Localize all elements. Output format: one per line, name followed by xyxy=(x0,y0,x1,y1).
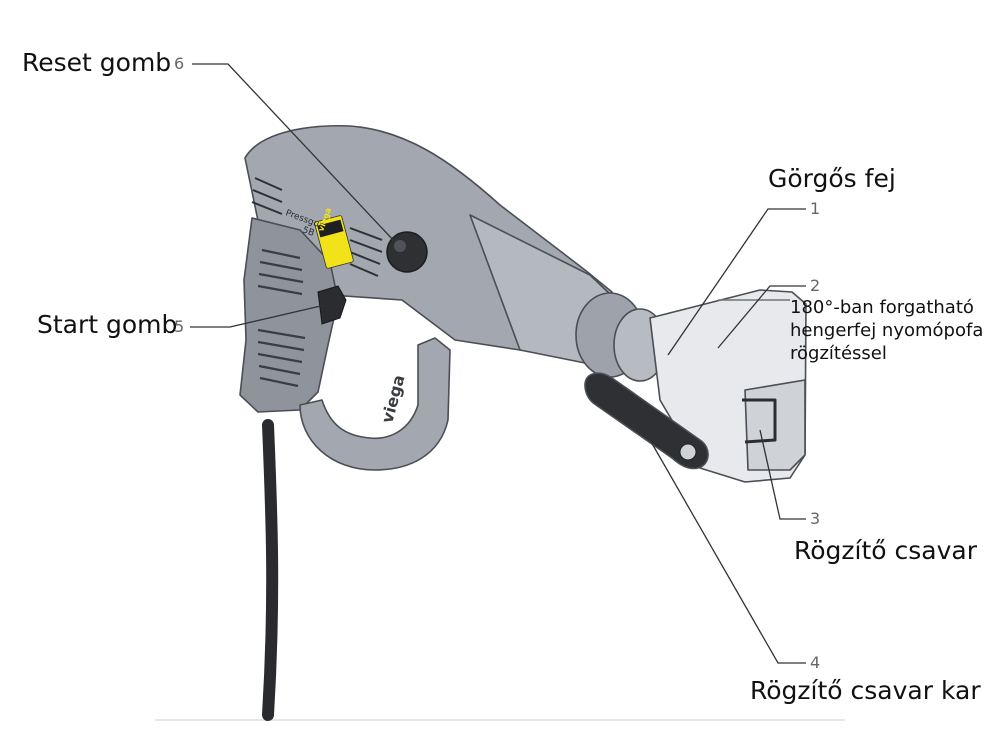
leader-lines xyxy=(190,63,806,664)
leader-start xyxy=(190,304,326,328)
locking-lever-label: Rögzítő csavar kar xyxy=(750,676,981,705)
rotating-head-label-line-2: hengerfej nyomópofa xyxy=(790,320,984,342)
reset-button-highlight xyxy=(394,240,406,252)
reset-button-graphic xyxy=(386,231,428,273)
start-button-label: Start gomb xyxy=(37,310,178,339)
rotating-head-label: 180°-ban forgatható hengerfej nyomópofa … xyxy=(790,296,983,365)
locking-screw-label: Rögzítő csavar xyxy=(794,536,978,565)
start-button-graphic xyxy=(317,285,347,325)
leader-locking-screw xyxy=(759,429,806,520)
callout-number-4: 4 xyxy=(810,653,821,672)
callout-number-2: 2 xyxy=(810,276,821,295)
roller-head-label: Görgős fej xyxy=(768,164,896,193)
leader-locking-lever xyxy=(649,439,806,664)
callout-number-1: 1 xyxy=(810,199,821,218)
leader-roller-head xyxy=(667,208,806,356)
body-brand-text: viega xyxy=(378,373,409,425)
model-number: 5B xyxy=(301,225,316,238)
leader-rotating-head xyxy=(717,285,806,349)
callout-number-3: 3 xyxy=(810,509,821,528)
brand-badge-band xyxy=(317,219,344,238)
rotating-head-label-line-1: 180°-ban forgatható xyxy=(790,297,974,318)
callout-number-6: 6 xyxy=(174,54,185,73)
rotating-head-label-line-3: rögzítéssel xyxy=(790,343,887,365)
callout-number-5: 5 xyxy=(174,317,185,336)
power-cable xyxy=(262,419,279,721)
reset-button-label: Reset gomb xyxy=(22,48,172,77)
leader-reset xyxy=(192,63,396,243)
